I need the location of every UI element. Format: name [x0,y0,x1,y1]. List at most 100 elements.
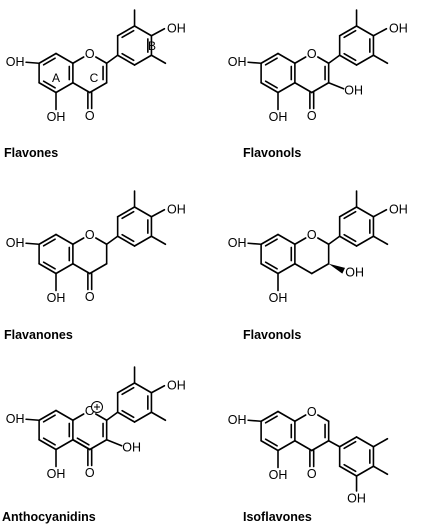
bond-line [310,81,330,94]
bond-line [247,61,262,65]
hydroxyl-label: OH [47,467,66,481]
oxygen-atom: O [307,228,317,242]
bond-line [116,54,136,66]
double-bond-line [264,261,278,270]
bond-line [116,382,136,394]
hydroxyl-label: OH [228,236,247,250]
bond-line [338,54,358,66]
bond-line [55,262,74,275]
methyl-bond [372,465,389,476]
bond-line [260,81,279,94]
hydroxyl-label: OH [269,468,288,482]
bond-line [355,235,375,247]
bond-line [55,409,74,422]
bond-line [55,81,74,94]
double-bond-line [343,463,357,473]
bond-line [133,382,153,394]
bond-line [25,418,40,422]
bond-line [38,81,57,94]
molecule-name-flavanols: Flavonols [243,328,301,342]
bond-line [372,208,388,218]
bond-line [355,25,375,37]
hydroxyl-label: OH [269,291,288,305]
bond-line [294,81,313,94]
double-bond-line [343,233,357,243]
bond-line [95,413,108,422]
bond-line [355,436,375,448]
double-bond-line [42,238,56,247]
molecule-name-anthocyanidins: Anthocyanidins [2,510,96,524]
hydroxyl-label: OH [347,492,366,506]
ring-label-c: C [90,71,99,85]
double-bond-line [121,386,135,396]
bond-line [88,262,108,275]
bond-line [277,410,296,423]
bond-line [260,52,279,65]
bond-line [294,56,307,65]
bond-line [317,237,330,246]
double-bond-line [121,233,135,243]
bond-line [72,81,91,94]
bond-layer [25,9,389,492]
bond-line [338,465,358,477]
hydroxyl-label: OH [269,110,288,124]
bond-line [133,25,153,37]
bond-line [355,465,375,477]
bond-line [310,262,330,275]
hydroxyl-label: OH [6,412,25,426]
bond-line [72,56,85,65]
bond-line [88,438,108,451]
bond-line [105,54,119,65]
bond-line [310,439,330,452]
double-bond-line [343,210,357,220]
bond-line [38,52,57,65]
bond-line [150,208,166,218]
bond-line [116,235,136,247]
oxygen-atom: O [307,47,317,61]
carbonyl-oxygen: O [85,290,95,304]
molecule-name-flavones: Flavones [4,146,58,160]
double-bond-line [343,440,357,450]
bond-line [260,410,279,423]
hydroxyl-label: OH [6,55,25,69]
oxygen-atom: O [85,47,95,61]
bond-line [277,262,296,275]
bond-line [38,233,57,246]
hydroxyl-label: OH [167,21,186,35]
methyl-bond [150,54,167,65]
double-bond-line [264,238,278,247]
bond-line [116,206,136,218]
bond-line [150,384,166,394]
bond-line [72,262,91,275]
bond-line [55,233,74,246]
bond-line [317,56,330,65]
ring-label-a: A [52,71,60,85]
bond-line [294,414,307,423]
bond-line [55,52,74,65]
carbonyl-oxygen: O [307,467,317,481]
carbonyl-oxygen: O [85,109,95,123]
double-bond-line [121,52,135,62]
hydroxyl-label: OH [228,55,247,69]
double-bond-line [264,438,278,447]
double-bond-line [264,80,278,89]
bond-line [25,242,40,246]
bond-line [72,413,85,422]
methyl-bond [372,235,389,246]
bond-line [105,438,123,447]
hydroxyl-label: OH [228,413,247,427]
bond-line [327,81,345,90]
bond-line [133,411,153,423]
hydroxyl-label: OH [122,440,141,454]
bond-line [150,27,166,37]
bond-line [260,233,279,246]
double-bond-line [121,29,135,39]
bond-line [105,235,119,246]
carbonyl-oxygen: O [307,109,317,123]
methyl-bond [372,54,389,65]
molecule-name-isoflavones: Isoflavones [243,510,312,524]
hydroxyl-label: OH [167,378,186,392]
hydroxyl-label: OH [47,110,66,124]
bond-line [277,439,296,452]
